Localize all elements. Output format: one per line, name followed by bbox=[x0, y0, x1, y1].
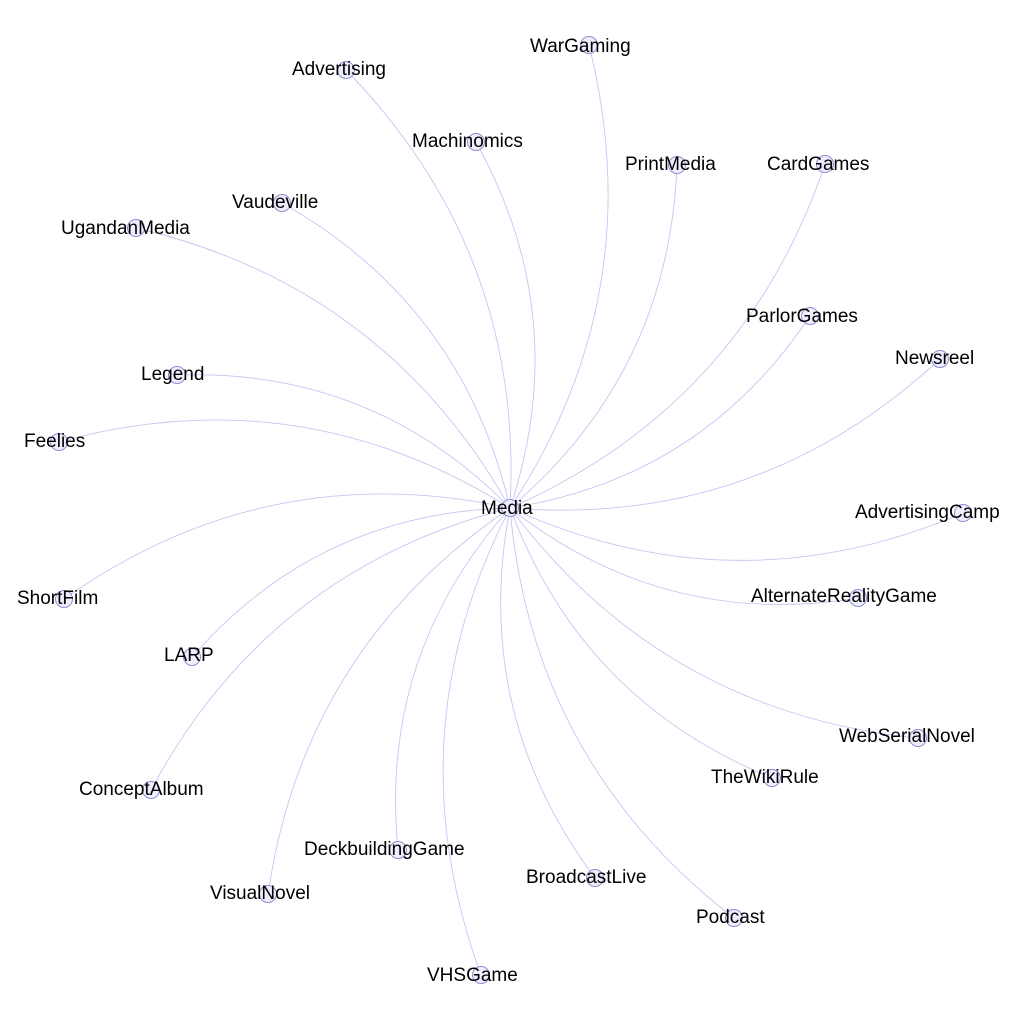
edge-media-war-gaming bbox=[509, 44, 609, 509]
node-label-print-media: PrintMedia bbox=[625, 154, 716, 175]
node-advertising-camp[interactable]: AdvertisingCamp bbox=[855, 502, 1000, 523]
edge-media-legend bbox=[176, 374, 511, 509]
edge-media-vhsgame bbox=[442, 507, 511, 976]
node-circle-advertising-camp[interactable] bbox=[954, 504, 972, 522]
edge-media-podcast bbox=[509, 507, 735, 919]
edge-media-larp bbox=[191, 507, 511, 658]
node-circle-newsreel[interactable] bbox=[931, 350, 949, 368]
node-machinomics[interactable]: Machinomics bbox=[412, 131, 523, 152]
node-label-machinomics: Machinomics bbox=[412, 131, 523, 152]
node-label-media: Media bbox=[481, 498, 533, 519]
node-print-media[interactable]: PrintMedia bbox=[625, 154, 716, 175]
node-vaudeville[interactable]: Vaudeville bbox=[232, 192, 318, 213]
node-circle-card-games[interactable] bbox=[816, 155, 834, 173]
edge-media-machinomics bbox=[475, 141, 536, 509]
node-label-newsreel: Newsreel bbox=[895, 348, 974, 369]
node-label-feelies: Feelies bbox=[24, 431, 85, 452]
nodes-layer: WarGamingAdvertisingMachinomicsPrintMedi… bbox=[17, 36, 1000, 986]
edge-media-deckbuilding-game bbox=[395, 507, 511, 851]
node-circle-alternate-reality-game[interactable] bbox=[849, 589, 867, 607]
edges-layer bbox=[58, 44, 964, 976]
edge-media-visual-novel bbox=[267, 507, 511, 895]
node-circle-media[interactable] bbox=[501, 499, 519, 517]
node-label-vhsgame: VHSGame bbox=[427, 965, 518, 986]
edge-media-feelies bbox=[58, 419, 511, 509]
node-parlor-games[interactable]: ParlorGames bbox=[746, 306, 858, 327]
node-label-short-film: ShortFilm bbox=[17, 588, 98, 609]
node-card-games[interactable]: CardGames bbox=[767, 154, 869, 175]
node-deckbuilding-game[interactable]: DeckbuildingGame bbox=[304, 839, 465, 860]
node-label-ugandan-media: UgandanMedia bbox=[61, 218, 190, 239]
node-label-web-serial-novel: WebSerialNovel bbox=[839, 726, 975, 747]
edge-media-concept-album bbox=[150, 507, 511, 791]
edge-media-newsreel bbox=[509, 358, 941, 511]
node-label-advertising: Advertising bbox=[292, 59, 386, 80]
node-newsreel[interactable]: Newsreel bbox=[895, 348, 974, 369]
node-label-war-gaming: WarGaming bbox=[530, 36, 631, 57]
node-short-film[interactable]: ShortFilm bbox=[17, 588, 98, 609]
node-label-vaudeville: Vaudeville bbox=[232, 192, 318, 213]
node-label-alternate-reality-game: AlternateRealityGame bbox=[751, 586, 937, 607]
node-podcast[interactable]: Podcast bbox=[696, 907, 765, 928]
edge-media-print-media bbox=[509, 164, 678, 509]
node-label-broadcast-live: BroadcastLive bbox=[526, 867, 646, 888]
edge-media-alternate-reality-game bbox=[509, 507, 859, 605]
node-label-visual-novel: VisualNovel bbox=[210, 883, 310, 904]
node-legend[interactable]: Legend bbox=[141, 364, 204, 385]
node-web-serial-novel[interactable]: WebSerialNovel bbox=[839, 726, 975, 747]
node-circle-feelies[interactable] bbox=[50, 433, 68, 451]
node-ugandan-media[interactable]: UgandanMedia bbox=[61, 218, 190, 239]
node-circle-ugandan-media[interactable] bbox=[127, 219, 145, 237]
node-label-deckbuilding-game: DeckbuildingGame bbox=[304, 839, 465, 860]
edge-media-advertising bbox=[345, 69, 512, 509]
node-label-advertising-camp: AdvertisingCamp bbox=[855, 502, 1000, 523]
node-circle-web-serial-novel[interactable] bbox=[909, 729, 927, 747]
node-label-parlor-games: ParlorGames bbox=[746, 306, 858, 327]
node-circle-short-film[interactable] bbox=[55, 590, 73, 608]
edge-media-short-film bbox=[63, 493, 511, 600]
edge-media-vaudeville bbox=[281, 202, 511, 509]
node-circle-larp[interactable] bbox=[183, 648, 201, 666]
node-label-the-wiki-rule: TheWikiRule bbox=[711, 767, 819, 788]
node-vhsgame[interactable]: VHSGame bbox=[427, 965, 518, 986]
node-war-gaming[interactable]: WarGaming bbox=[530, 36, 631, 57]
node-circle-the-wiki-rule[interactable] bbox=[763, 769, 781, 787]
node-label-podcast: Podcast bbox=[696, 907, 765, 928]
node-label-concept-album: ConceptAlbum bbox=[79, 779, 204, 800]
edge-media-card-games bbox=[509, 163, 826, 509]
edge-media-ugandan-media bbox=[135, 227, 511, 509]
node-larp[interactable]: LARP bbox=[164, 645, 214, 666]
node-label-card-games: CardGames bbox=[767, 154, 869, 175]
node-concept-album[interactable]: ConceptAlbum bbox=[79, 779, 204, 800]
node-circle-visual-novel[interactable] bbox=[259, 885, 277, 903]
edge-media-the-wiki-rule bbox=[509, 507, 773, 779]
node-alternate-reality-game[interactable]: AlternateRealityGame bbox=[751, 586, 937, 607]
node-circle-parlor-games[interactable] bbox=[801, 307, 819, 325]
edge-media-parlor-games bbox=[509, 315, 811, 509]
node-broadcast-live[interactable]: BroadcastLive bbox=[526, 867, 646, 888]
node-feelies[interactable]: Feelies bbox=[24, 431, 85, 452]
node-circle-advertising[interactable] bbox=[337, 61, 355, 79]
edge-media-advertising-camp bbox=[509, 507, 964, 561]
node-circle-vaudeville[interactable] bbox=[273, 194, 291, 212]
node-visual-novel[interactable]: VisualNovel bbox=[210, 883, 310, 904]
node-media[interactable]: Media bbox=[481, 498, 533, 519]
node-circle-machinomics[interactable] bbox=[467, 133, 485, 151]
node-circle-legend[interactable] bbox=[168, 366, 186, 384]
node-circle-deckbuilding-game[interactable] bbox=[389, 841, 407, 859]
edge-media-web-serial-novel bbox=[509, 507, 919, 739]
node-label-larp: LARP bbox=[164, 645, 214, 666]
node-circle-print-media[interactable] bbox=[668, 156, 686, 174]
node-circle-podcast[interactable] bbox=[725, 909, 743, 927]
node-the-wiki-rule[interactable]: TheWikiRule bbox=[711, 767, 819, 788]
node-circle-war-gaming[interactable] bbox=[580, 36, 598, 54]
edge-media-broadcast-live bbox=[500, 507, 596, 879]
node-advertising[interactable]: Advertising bbox=[292, 59, 386, 80]
node-circle-broadcast-live[interactable] bbox=[586, 869, 604, 887]
node-circle-vhsgame[interactable] bbox=[472, 966, 490, 984]
node-label-legend: Legend bbox=[141, 364, 204, 385]
node-circle-concept-album[interactable] bbox=[142, 781, 160, 799]
